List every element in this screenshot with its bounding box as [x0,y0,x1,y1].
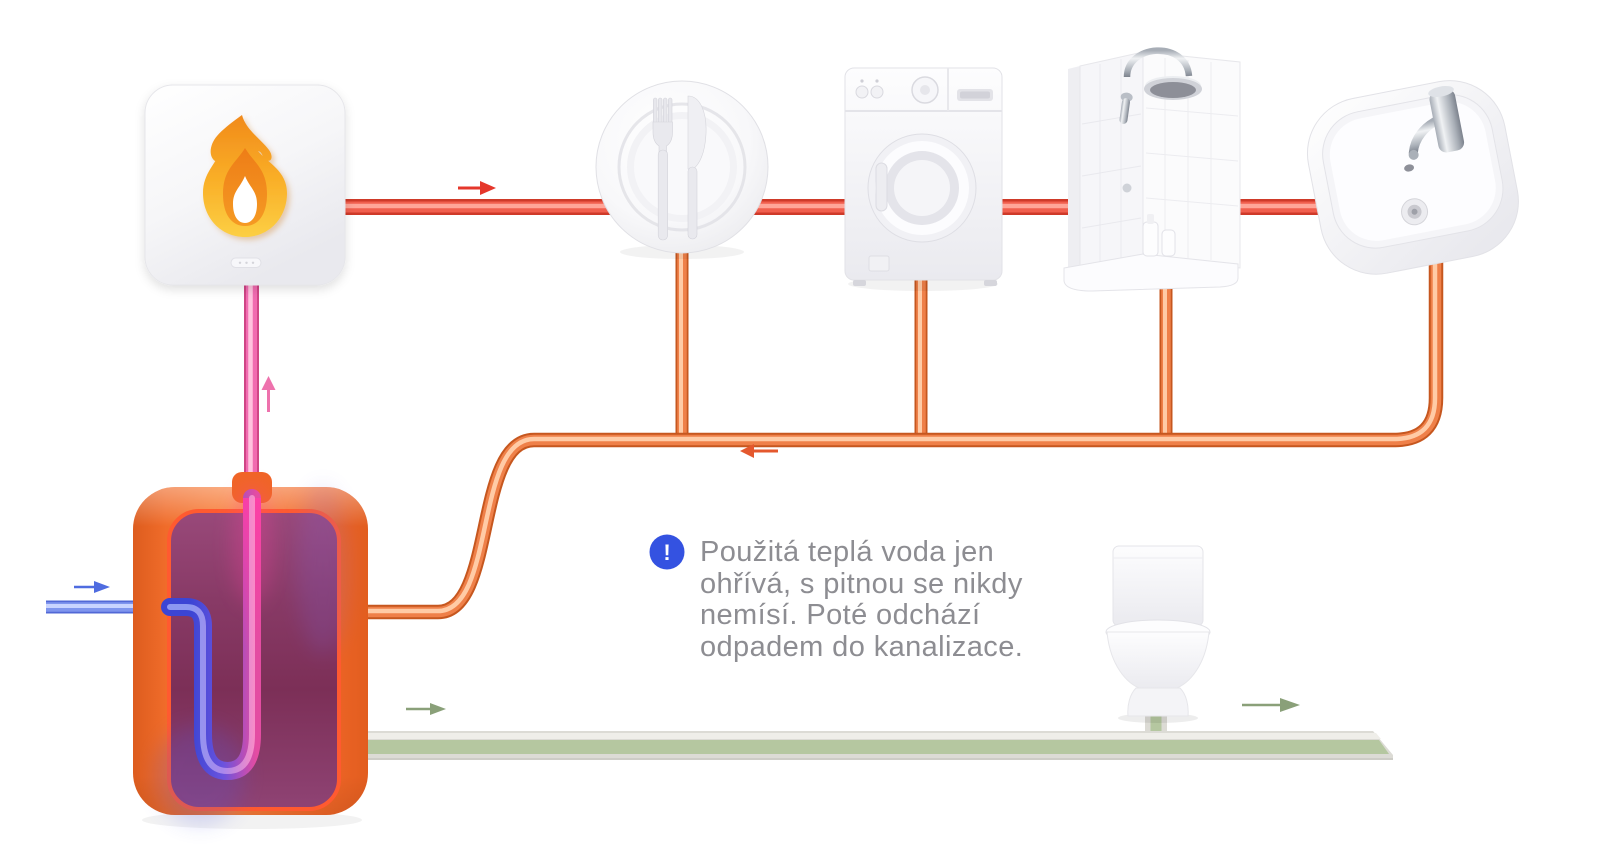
toilet-bowl [1106,631,1210,691]
shower-tray [1063,253,1239,292]
pipe-warm-return [358,252,1444,620]
pipe-return-drops [675,238,1173,447]
note-line-1: Použitá teplá voda jen [700,536,995,568]
shampoo-bottle [1142,221,1159,257]
note-text: Použitá teplá voda jen ohřívá, s pitnou … [700,536,1024,663]
info-icon: ! [649,534,685,570]
flow-arrow-cold [74,581,110,593]
flow-arrow-return [740,444,778,458]
flow-arrow-sewage-left [406,703,446,715]
storage-tank [133,472,368,829]
flame-icon [203,115,287,237]
faucet [1408,85,1465,160]
note-line-3: nemísí. Poté odchází [700,599,981,631]
gas-heater [144,84,346,286]
pipe-heater-feed [244,283,259,500]
washer-door-handle [875,162,888,212]
note-line-2: ohřívá, s pitnou se nikdy [700,567,1023,600]
dinner-plate [595,80,769,259]
hand-shower [1119,92,1133,124]
sink-overflow [1404,164,1415,172]
knife-icon [687,95,707,240]
washer-filter [868,255,890,272]
washer-knob-small [855,85,869,99]
washer-knob-small [870,85,884,99]
flow-arrow-hot [458,181,496,195]
fork-icon [652,97,673,241]
shower [1063,47,1241,292]
washbasin [1306,80,1519,275]
pipe-sewage [352,698,1393,760]
shampoo-bottle [1161,229,1176,257]
shower-arc-pipe [1123,47,1193,78]
note-line-4: odpadem do kanalizace. [700,630,1024,663]
flow-arrow-sewage-right [1242,698,1300,712]
flow-arrow-heater-feed [261,376,276,412]
toilet-foot [1127,687,1189,717]
toilet [1105,545,1211,723]
svg-text:!: ! [663,540,670,565]
washing-machine [844,67,1003,291]
